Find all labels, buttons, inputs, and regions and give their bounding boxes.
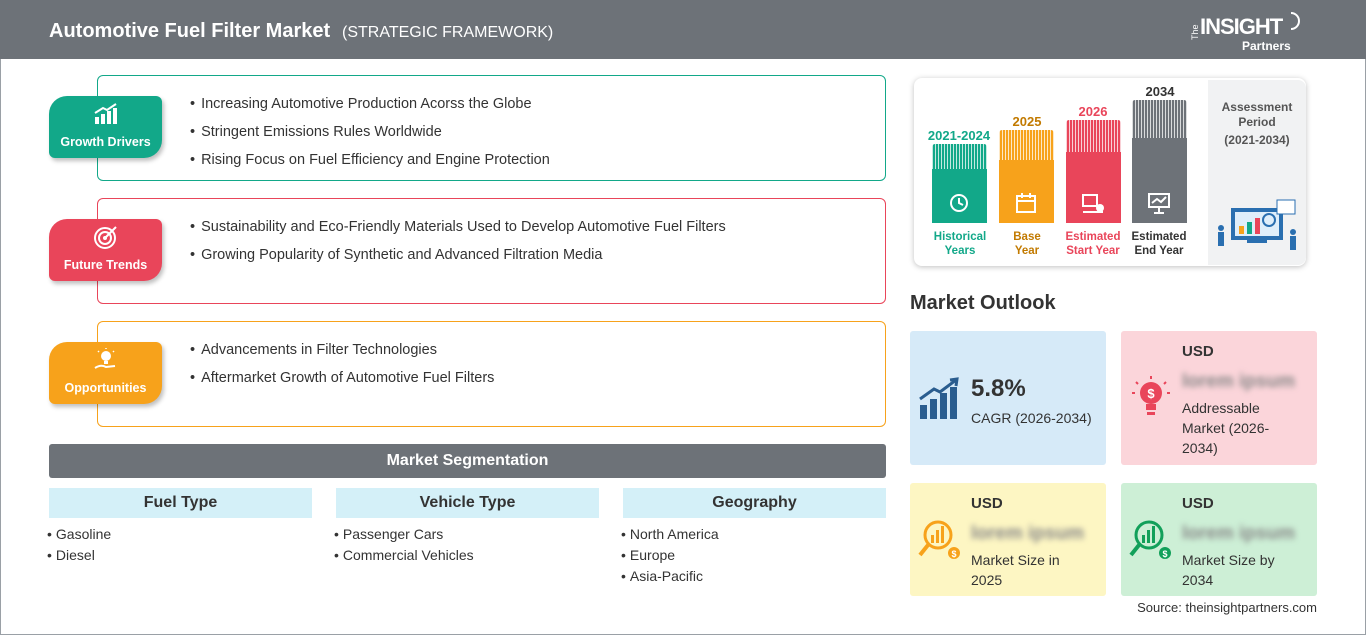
dollar-bulb-icon: $ [1132,376,1170,415]
timeline-bar-start [1066,120,1121,223]
addressable-label: Addressable Market (2026-2034) [1182,400,1270,456]
list-item: Sustainability and Eco-Friendly Material… [190,217,726,245]
market-outlook-title: Market Outlook [910,292,1056,314]
addressable-currency: USD [1182,343,1214,360]
start-chart-icon [1082,194,1104,213]
header-bar: Automotive Fuel Filter Market (STRATEGIC… [0,0,1366,59]
opportunities-badge: Opportunities [49,342,162,404]
size-2025-label: Market Size in 2025 [971,552,1060,588]
money-magnifier-icon: $ [918,520,960,559]
growth-drivers-badge: Growth Drivers [49,96,162,158]
assessment-panel: Assessment Period (2021-2034) [1208,80,1306,265]
addressable-value-blurred: lorem ipsum [1182,371,1295,392]
list-item: Europe [621,547,719,568]
timeline-bar-base [999,130,1054,223]
timeline-year-base: 2025 [1012,114,1042,129]
assessment-label: Assessment Period [1221,100,1293,129]
list-item: Stringent Emissions Rules Worldwide [190,122,550,150]
list-item: Growing Popularity of Synthetic and Adva… [190,245,726,273]
logo-insight: INSIGHT [1200,14,1283,39]
logo-arc-icon [1290,12,1300,30]
insight-partners-logo[interactable]: The INSIGHT Partners [1190,10,1310,54]
source-link[interactable]: Source: theinsightpartners.com [1137,600,1317,615]
market-size-2025-card: $ USD lorem ipsum Market Size in 2025 [910,483,1106,596]
analysts-illustration-icon [1218,199,1296,250]
bar-chart-icon [94,103,117,124]
list-item: North America [621,526,719,547]
segment-list-vehicle-type: Passenger Cars Commercial Vehicles [334,526,474,568]
calendar-icon [1016,193,1036,213]
list-item: Gasoline [47,526,111,547]
page-title: Automotive Fuel Filter Market [49,20,331,42]
growth-drivers-list: Increasing Automotive Production Acorss … [190,94,550,178]
segment-heading-fuel-type: Fuel Type [49,488,312,518]
svg-text:$: $ [951,549,956,559]
future-trends-list: Sustainability and Eco-Friendly Material… [190,217,726,273]
timeline-bar-end [1132,100,1187,223]
list-item: Aftermarket Growth of Automotive Fuel Fi… [190,368,494,396]
list-item: Passenger Cars [334,526,474,547]
list-item: Rising Focus on Fuel Efficiency and Engi… [190,150,550,178]
growth-chart-icon [919,377,959,419]
presentation-icon [1148,193,1170,214]
page-subtitle: (STRATEGIC FRAMEWORK) [342,24,554,41]
growth-drivers-box: Increasing Automotive Production Acorss … [97,75,886,181]
money-magnifier-icon: $ [1129,520,1171,559]
assessment-range: (2021-2034) [1224,133,1290,147]
segment-list-geography: North America Europe Asia-Pacific [621,526,719,589]
logo-the: The [1190,24,1200,40]
cagr-value: 5.8% [971,375,1026,402]
target-icon [94,226,117,249]
segment-heading-vehicle-type: Vehicle Type [336,488,599,518]
badge-label: Future Trends [63,258,148,272]
svg-text:$: $ [1147,386,1155,401]
lightbulb-hand-icon [94,348,116,369]
history-icon [950,194,968,212]
future-trends-box: Sustainability and Eco-Friendly Material… [97,198,886,304]
timeline-year-historical: 2021-2024 [927,128,991,143]
opportunities-box: Advancements in Filter Technologies Afte… [97,321,886,427]
timeline-year-start: 2026 [1078,104,1108,119]
opportunities-list: Advancements in Filter Technologies Afte… [190,340,494,396]
size-2034-currency: USD [1182,495,1214,512]
list-item: Advancements in Filter Technologies [190,340,494,368]
badge-label: Opportunities [64,381,147,395]
list-item: Asia-Pacific [621,568,719,589]
size-2034-value-blurred: lorem ipsum [1182,523,1295,544]
timeline-year-end: 2034 [1145,84,1175,99]
svg-text:$: $ [1162,549,1167,559]
timeline-bar-historical [932,144,987,223]
segment-list-fuel-type: Gasoline Diesel [47,526,111,568]
future-trends-badge: Future Trends [49,219,162,281]
list-item: Commercial Vehicles [334,547,474,568]
addressable-market-card: $ USD lorem ipsum Addressable Market (20… [1121,331,1317,465]
size-2034-label: Market Size by 2034 [1182,552,1275,588]
segmentation-title: Market Segmentation [49,444,886,478]
list-item: Increasing Automotive Production Acorss … [190,94,550,122]
market-size-2034-card: $ USD lorem ipsum Market Size by 2034 [1121,483,1317,596]
size-2025-currency: USD [971,495,1003,512]
list-item: Diesel [47,547,111,568]
size-2025-value-blurred: lorem ipsum [971,523,1084,544]
logo-partners: Partners [1242,39,1291,53]
segment-heading-geography: Geography [623,488,886,518]
cagr-card: 5.8% CAGR (2026-2034) [910,331,1106,465]
badge-label: Growth Drivers [60,135,151,149]
cagr-label: CAGR (2026-2034) [971,410,1092,426]
